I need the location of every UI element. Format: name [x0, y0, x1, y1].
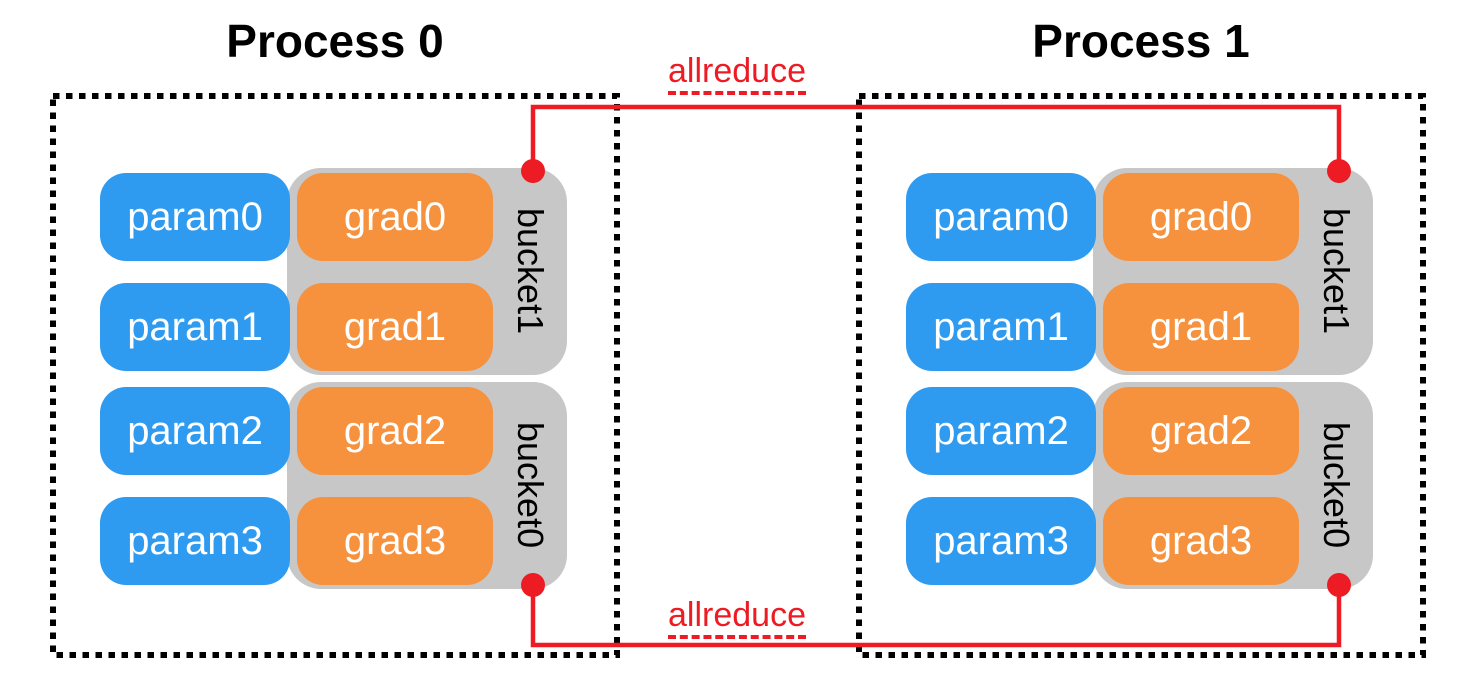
grad-block: grad1: [297, 283, 493, 371]
param-block: param0: [100, 173, 290, 261]
allreduce-connector-top: [530, 104, 1342, 171]
grad-block: grad2: [297, 387, 493, 475]
param-block: param3: [906, 497, 1096, 585]
param-block: param2: [906, 387, 1096, 475]
process-0-title: Process 0: [226, 15, 444, 67]
param-block: param3: [100, 497, 290, 585]
param-block: param0: [906, 173, 1096, 261]
allreduce-label-top: allreduce: [612, 52, 862, 95]
process-1-bucket1-label: bucket1: [1316, 208, 1357, 335]
param-block: param1: [100, 283, 290, 371]
grad-block: grad0: [297, 173, 493, 261]
process-1-bucket0-label: bucket0: [1316, 422, 1357, 549]
grad-block: grad1: [1103, 283, 1299, 371]
process-0-bucket0-label: bucket0: [510, 422, 551, 549]
grad-block: grad3: [1103, 497, 1299, 585]
param-block: param1: [906, 283, 1096, 371]
grad-block: grad0: [1103, 173, 1299, 261]
allreduce-label-bottom-text: allreduce: [668, 596, 806, 639]
process-1-title: Process 1: [1032, 15, 1250, 67]
grad-block: grad3: [297, 497, 493, 585]
param-block: param2: [100, 387, 290, 475]
grad-block: grad2: [1103, 387, 1299, 475]
allreduce-label-bottom: allreduce: [612, 596, 862, 639]
process-0-bucket1-label: bucket1: [510, 208, 551, 335]
allreduce-label-top-text: allreduce: [668, 52, 806, 95]
